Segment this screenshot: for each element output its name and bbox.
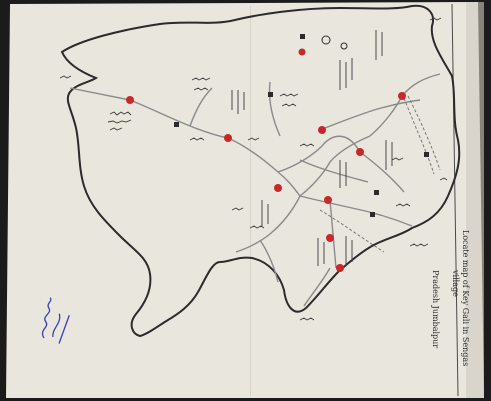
marker-9	[326, 234, 334, 242]
title-line-2: village	[451, 269, 460, 297]
marker-6	[274, 184, 282, 192]
square-2	[268, 92, 273, 97]
marker-10	[336, 264, 344, 272]
paper-fold-line	[250, 6, 251, 396]
village-boundary	[60, 4, 461, 338]
square-4	[374, 190, 379, 195]
signature-stamp	[41, 297, 70, 344]
title-line-3: Pradesh Jumbalpur	[431, 270, 440, 348]
marker-1	[126, 96, 134, 104]
signature-scribble	[41, 297, 70, 344]
river-lines	[319, 95, 441, 253]
paper-sheet	[6, 2, 484, 398]
square-5	[370, 212, 375, 217]
square-symbols	[174, 34, 429, 217]
well-1	[321, 35, 331, 45]
marker-8	[298, 48, 306, 56]
well-symbols	[321, 35, 348, 50]
well-2	[340, 42, 348, 50]
map-title: Locate map of Key Gali in Sengas village…	[431, 230, 470, 366]
red-markers	[126, 48, 406, 272]
marker-5	[356, 148, 364, 156]
title-line-1: Locate map of Key Gali in Sengas	[461, 230, 470, 366]
margin-line	[451, 3, 459, 397]
square-6	[424, 152, 429, 157]
marker-3	[318, 126, 326, 134]
marker-2	[224, 134, 232, 142]
square-3	[300, 34, 305, 39]
square-1	[174, 122, 179, 127]
marker-4	[398, 92, 406, 100]
paper-shadow-right	[466, 2, 484, 398]
handwritten-labels	[59, 17, 448, 321]
marker-7	[324, 196, 332, 204]
